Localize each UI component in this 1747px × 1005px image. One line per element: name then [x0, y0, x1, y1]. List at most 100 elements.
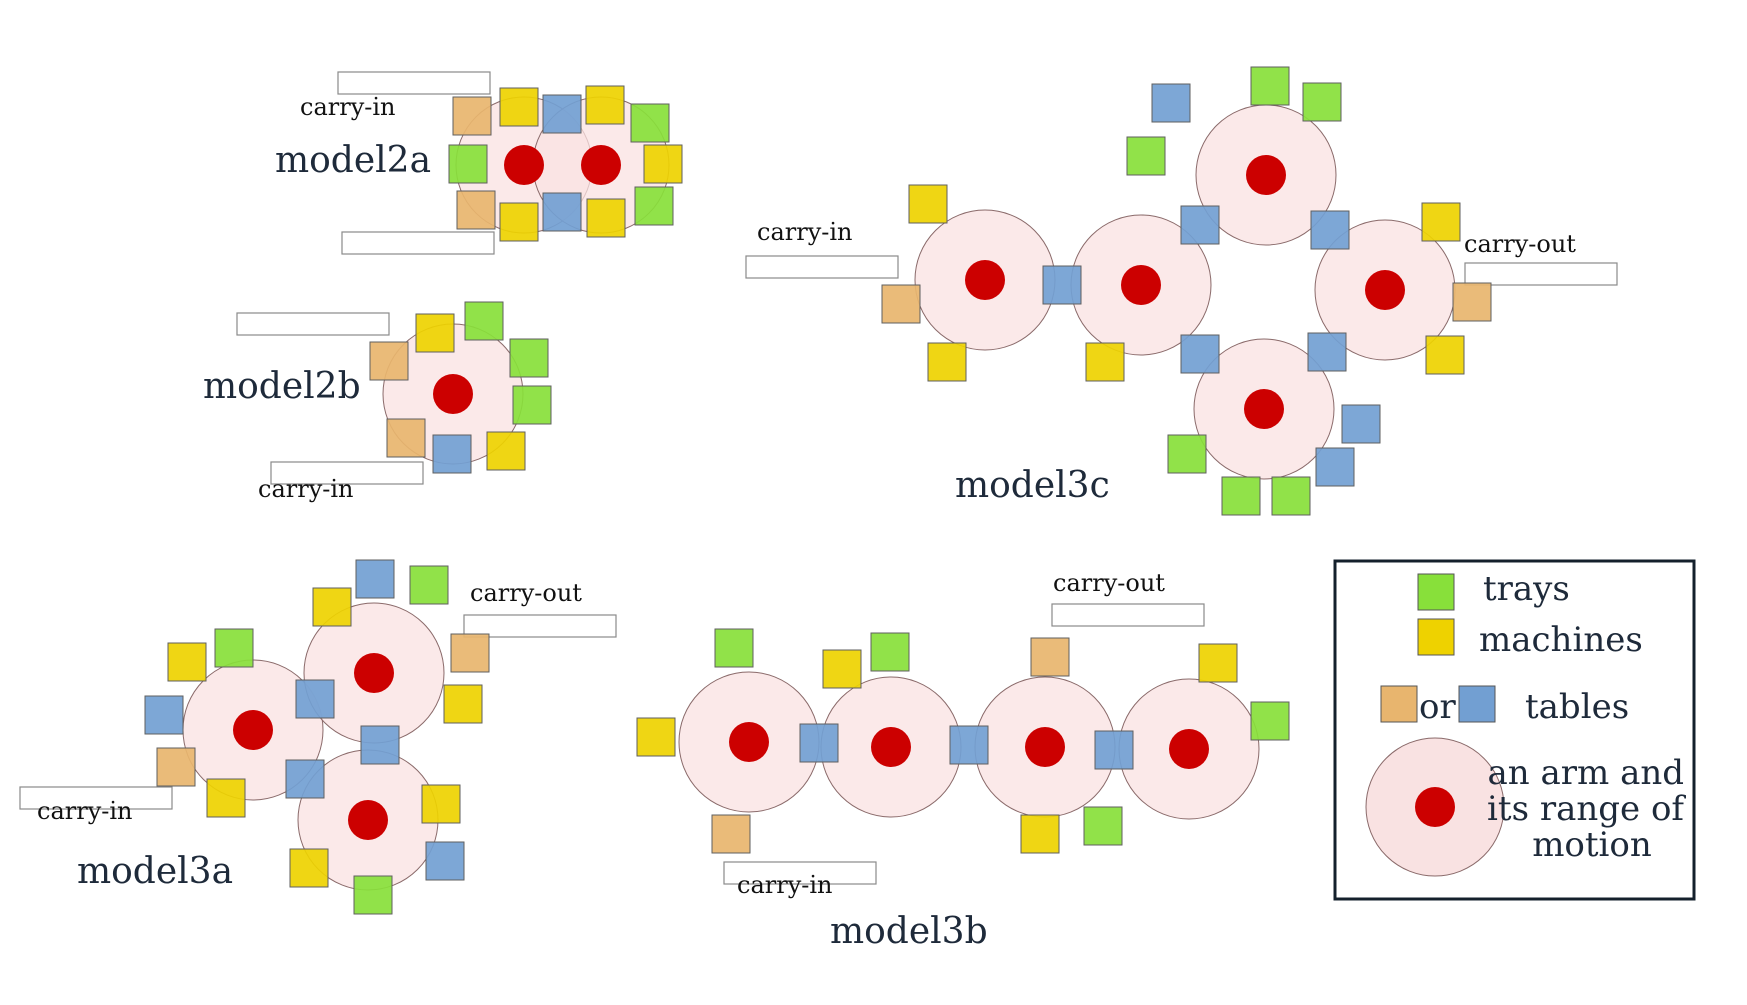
- table-square: [425, 841, 465, 881]
- legend-arm-line2: its range of: [1487, 789, 1686, 829]
- model-label-model2a: model2a: [275, 140, 431, 181]
- legend-machines-label: machines: [1479, 620, 1643, 660]
- tray-square: [1271, 476, 1311, 516]
- carry-slot: [463, 614, 617, 638]
- tray-square: [1302, 82, 1342, 122]
- arm-dot: [1246, 155, 1286, 195]
- arm-dot: [354, 653, 394, 693]
- arm-dot: [581, 145, 621, 185]
- model-label-model3a: model3a: [77, 851, 233, 892]
- arm-dot: [729, 722, 769, 762]
- tray-square: [630, 103, 670, 143]
- legend-machine-swatch: [1417, 618, 1455, 656]
- table-square: [542, 94, 582, 134]
- table-square: [432, 434, 472, 474]
- machine-square: [1198, 643, 1238, 683]
- table-square: [285, 759, 325, 799]
- tray-square: [353, 875, 393, 915]
- carry-slot: [1464, 262, 1618, 286]
- tray-square: [464, 301, 504, 341]
- table-square: [144, 695, 184, 735]
- legend-trays-label: trays: [1483, 569, 1570, 609]
- arm-dot: [1244, 389, 1284, 429]
- table-square: [386, 418, 426, 458]
- table-square: [452, 96, 492, 136]
- machine-square: [1425, 335, 1465, 375]
- table-square: [1315, 447, 1355, 487]
- carry-slot: [19, 786, 173, 810]
- carry-slot: [270, 461, 424, 485]
- legend-table-blue-swatch: [1458, 685, 1496, 723]
- machine-square: [1085, 342, 1125, 382]
- carry-slot: [745, 255, 899, 279]
- machine-square: [643, 144, 683, 184]
- machine-square: [499, 202, 539, 242]
- table-square: [711, 814, 751, 854]
- table-square: [360, 725, 400, 765]
- diagram-shapes: [19, 66, 1618, 915]
- table-square: [1030, 637, 1070, 677]
- machine-square: [636, 717, 676, 757]
- tray-square: [1221, 476, 1261, 516]
- machine-square: [167, 642, 207, 682]
- tray-square: [509, 338, 549, 378]
- machine-square: [822, 649, 862, 689]
- tray-square: [409, 565, 449, 605]
- tray-square: [1167, 434, 1207, 474]
- table-square: [156, 747, 196, 787]
- carry-label: carry-in: [258, 475, 354, 503]
- arm-dot: [1169, 729, 1209, 769]
- machine-square: [421, 784, 461, 824]
- machine-square: [927, 342, 967, 382]
- machine-square: [1020, 814, 1060, 854]
- carry-label: carry-out: [1464, 230, 1576, 258]
- table-square: [355, 559, 395, 599]
- machine-square: [1421, 202, 1461, 242]
- carry-label: carry-in: [737, 871, 833, 899]
- legend-arm-line1: an arm and: [1488, 753, 1684, 793]
- legend-tables-label: tables: [1525, 687, 1629, 727]
- table-square: [1180, 205, 1220, 245]
- table-square: [1042, 265, 1082, 305]
- arm-dot: [233, 710, 273, 750]
- machine-square: [908, 184, 948, 224]
- carry-slot: [341, 231, 495, 255]
- table-square: [450, 633, 490, 673]
- tray-square: [512, 385, 552, 425]
- table-square: [881, 284, 921, 324]
- machine-square: [585, 85, 625, 125]
- carry-slot: [1051, 603, 1205, 627]
- table-square: [1180, 334, 1220, 374]
- table-square: [456, 190, 496, 230]
- table-square: [1307, 332, 1347, 372]
- table-square: [542, 192, 582, 232]
- arm-dot: [1025, 727, 1065, 767]
- arm-dot: [1365, 270, 1405, 310]
- machine-square: [443, 684, 483, 724]
- machine-square: [289, 848, 329, 888]
- legend-table-orange-swatch: [1380, 685, 1418, 723]
- carry-slot: [337, 71, 491, 95]
- table-square: [1341, 404, 1381, 444]
- tray-square: [1083, 806, 1123, 846]
- machine-square: [206, 778, 246, 818]
- arm-dot: [433, 374, 473, 414]
- arm-dot: [504, 145, 544, 185]
- table-square: [295, 679, 335, 719]
- table-square: [1310, 210, 1350, 250]
- tray-square: [1250, 66, 1290, 106]
- table-square: [799, 723, 839, 763]
- tray-square: [870, 632, 910, 672]
- tray-square: [714, 628, 754, 668]
- machine-square: [499, 87, 539, 127]
- arm-dot: [965, 260, 1005, 300]
- tray-square: [1250, 701, 1290, 741]
- machine-square: [415, 313, 455, 353]
- machine-square: [312, 587, 352, 627]
- arm-dot: [871, 727, 911, 767]
- carry-slot: [236, 312, 390, 336]
- table-square: [949, 725, 989, 765]
- machine-square: [586, 198, 626, 238]
- tray-square: [634, 186, 674, 226]
